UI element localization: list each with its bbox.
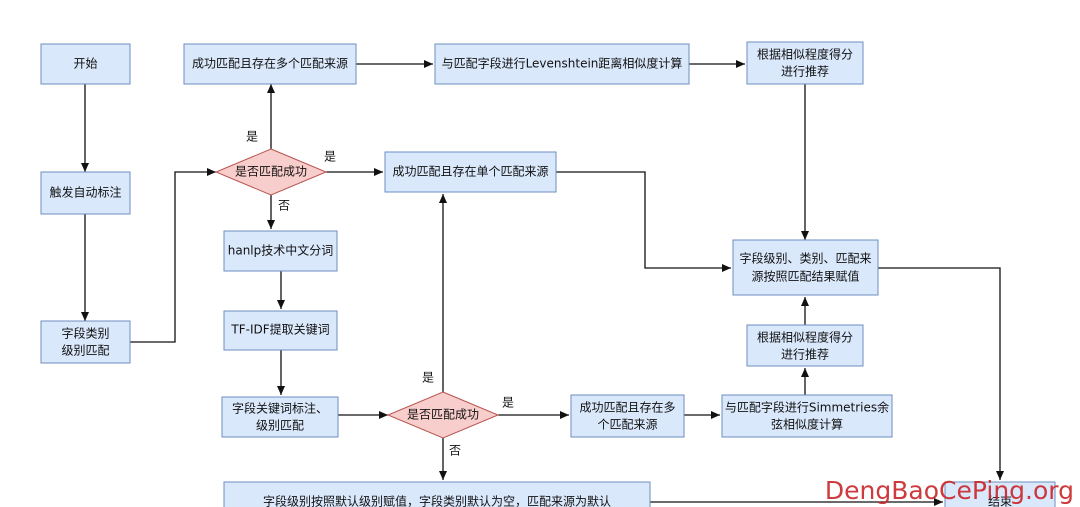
node-default-assign: 字段级别按照默认级别赋值，字段类别默认为空，匹配来源为默认 bbox=[223, 481, 651, 507]
svg-text:根据相似程度得分: 根据相似程度得分 bbox=[757, 330, 853, 345]
node-start: 开始 bbox=[40, 43, 131, 85]
svg-text:成功匹配且存在多个匹配来源: 成功匹配且存在多个匹配来源 bbox=[192, 57, 348, 71]
label-no-bottom: 否 bbox=[449, 444, 461, 458]
svg-text:成功匹配且存在多: 成功匹配且存在多 bbox=[579, 401, 675, 415]
svg-text:成功匹配且存在单个匹配来源: 成功匹配且存在单个匹配来源 bbox=[392, 165, 548, 179]
node-simmetries-calc: 与匹配字段进行Simmetries余 弦相似度计算 bbox=[721, 394, 893, 438]
svg-text:与匹配字段进行Simmetries余: 与匹配字段进行Simmetries余 bbox=[725, 400, 889, 415]
svg-text:是否匹配成功: 是否匹配成功 bbox=[407, 408, 479, 422]
node-match-decision-top: 是否匹配成功 bbox=[214, 148, 328, 196]
svg-text:是否匹配成功: 是否匹配成功 bbox=[235, 165, 307, 179]
edge-assign-to-end bbox=[878, 267, 1004, 480]
label-yes-bottom-up: 是 bbox=[422, 371, 434, 385]
label-no-top: 否 bbox=[278, 199, 290, 213]
svg-text:弦相似度计算: 弦相似度计算 bbox=[771, 417, 843, 432]
svg-text:级别匹配: 级别匹配 bbox=[61, 344, 109, 358]
node-assign-by-result: 字段级别、类别、匹配来 源按照匹配结果赋值 bbox=[732, 239, 879, 296]
node-keyword-label: 字段关键词标注、 级别匹配 bbox=[221, 396, 339, 438]
svg-text:TF-IDF提取关键词: TF-IDF提取关键词 bbox=[230, 322, 329, 337]
node-multi-source-top: 成功匹配且存在多个匹配来源 bbox=[183, 43, 357, 85]
svg-text:进行推荐: 进行推荐 bbox=[781, 65, 829, 79]
label-yes-top-up: 是 bbox=[246, 130, 258, 144]
label-yes-top-right: 是 bbox=[324, 150, 336, 164]
svg-text:结束: 结束 bbox=[988, 495, 1012, 507]
node-match-decision-bottom: 是否匹配成功 bbox=[386, 391, 500, 439]
svg-text:触发自动标注: 触发自动标注 bbox=[49, 185, 121, 200]
svg-text:源按照匹配结果赋值: 源按照匹配结果赋值 bbox=[751, 269, 859, 284]
svg-text:字段级别按照默认级别赋值，字段类别默认为空，匹配来源为默认: 字段级别按照默认级别赋值，字段类别默认为空，匹配来源为默认 bbox=[263, 494, 611, 507]
svg-text:字段关键词标注、: 字段关键词标注、 bbox=[232, 401, 328, 416]
svg-text:根据相似程度得分: 根据相似程度得分 bbox=[757, 47, 853, 62]
label-yes-bottom-right: 是 bbox=[502, 396, 514, 410]
node-single-source: 成功匹配且存在单个匹配来源 bbox=[384, 151, 557, 193]
node-tfidf-keywords: TF-IDF提取关键词 bbox=[223, 310, 338, 351]
watermark-text: DengBaoCePing.org bbox=[824, 476, 1074, 505]
node-levenshtein-calc: 与匹配字段进行Levenshtein距离相似度计算 bbox=[434, 43, 690, 85]
node-category-level-match: 字段类别 级别匹配 bbox=[40, 320, 131, 364]
node-end: 结束 bbox=[944, 481, 1056, 507]
node-recommend-top: 根据相似程度得分 进行推荐 bbox=[746, 41, 864, 85]
svg-text:与匹配字段进行Levenshtein距离相似度计算: 与匹配字段进行Levenshtein距离相似度计算 bbox=[442, 56, 683, 71]
svg-text:进行推荐: 进行推荐 bbox=[781, 348, 829, 362]
node-trigger-auto-label: 触发自动标注 bbox=[40, 171, 131, 215]
edge-single-source-to-assign bbox=[556, 171, 731, 272]
edge-category-to-decision-top bbox=[130, 168, 216, 343]
svg-text:字段级别、类别、匹配来: 字段级别、类别、匹配来 bbox=[739, 251, 871, 266]
svg-text:级别匹配: 级别匹配 bbox=[256, 419, 304, 433]
svg-text:字段类别: 字段类别 bbox=[61, 326, 109, 341]
svg-text:个匹配来源: 个匹配来源 bbox=[597, 418, 657, 432]
svg-text:hanlp技术中文分词: hanlp技术中文分词 bbox=[228, 243, 334, 258]
svg-text:开始: 开始 bbox=[73, 57, 97, 71]
node-recommend-bottom: 根据相似程度得分 进行推荐 bbox=[746, 324, 864, 367]
node-multi-source-bottom: 成功匹配且存在多 个匹配来源 bbox=[570, 394, 685, 438]
node-hanlp-segmentation: hanlp技术中文分词 bbox=[223, 230, 338, 272]
